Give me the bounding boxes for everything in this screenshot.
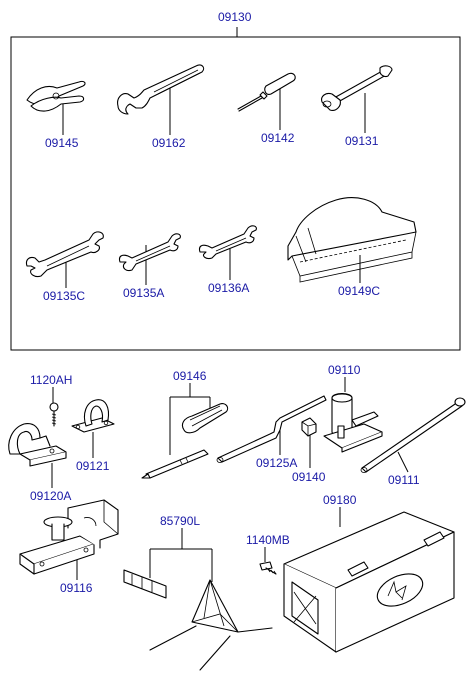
- open-end-wrench-small-drawing: [198, 225, 257, 260]
- jack-clip-drawing: [301, 417, 317, 437]
- jack-bracket-bolt-drawing: [49, 402, 59, 427]
- warning-triangle-drawing: [123, 569, 273, 671]
- part-label-09135a[interactable]: 09135A: [123, 286, 165, 300]
- part-label-09146[interactable]: 09146: [173, 369, 207, 383]
- part-label-09145[interactable]: 09145: [45, 136, 79, 150]
- jack-bracket-assy-drawing: [8, 423, 67, 467]
- part-label-09136a[interactable]: 09136A: [208, 281, 250, 295]
- part-label-09125a[interactable]: 09125A: [256, 456, 298, 470]
- tool-set-frame: [10, 27, 461, 351]
- pliers-drawing: [26, 80, 86, 112]
- part-label-09162[interactable]: 09162: [152, 136, 186, 150]
- screwdriver-drawing: [237, 72, 296, 112]
- part-label-1140mb[interactable]: 1140MB: [246, 533, 290, 547]
- part-label-09121[interactable]: 09121: [76, 459, 110, 473]
- jack-handle-extension-drawing: [216, 395, 327, 463]
- part-label-09116[interactable]: 09116: [60, 581, 93, 595]
- tool-box-bolt-drawing: [259, 561, 277, 575]
- socket-wrench-drawing: [321, 65, 393, 111]
- open-end-wrench-large-drawing: [25, 231, 104, 278]
- part-label-09135c[interactable]: 09135C: [43, 289, 86, 303]
- adjustable-wrench-drawing: [117, 64, 205, 115]
- group-label-09130[interactable]: 09130: [218, 10, 252, 24]
- part-label-09111[interactable]: 09111: [388, 473, 420, 487]
- part-label-09131[interactable]: 09131: [345, 134, 379, 148]
- jack-bracket-clamp-drawing: [71, 399, 115, 433]
- jack-handle-drawing: [360, 397, 466, 473]
- part-label-85790l[interactable]: 85790L: [160, 514, 201, 528]
- part-label-09140[interactable]: 09140: [292, 470, 326, 484]
- part-label-09180[interactable]: 09180: [323, 493, 357, 507]
- tool-box-drawing: [283, 511, 455, 653]
- part-label-1120ah[interactable]: 1120AH: [30, 373, 73, 387]
- part-label-09149c[interactable]: 09149C: [338, 284, 381, 298]
- jack-mount-bracket-drawing: [19, 499, 119, 575]
- part-label-09142[interactable]: 09142: [261, 131, 295, 145]
- part-label-09110[interactable]: 09110: [328, 363, 361, 377]
- jack-handle-tools-drawing: [141, 403, 229, 479]
- open-end-wrench-medium-drawing: [118, 233, 181, 272]
- tool-bag-drawing: [287, 197, 417, 283]
- part-label-09120a[interactable]: 09120A: [30, 489, 72, 503]
- jack-drawing: [323, 392, 383, 453]
